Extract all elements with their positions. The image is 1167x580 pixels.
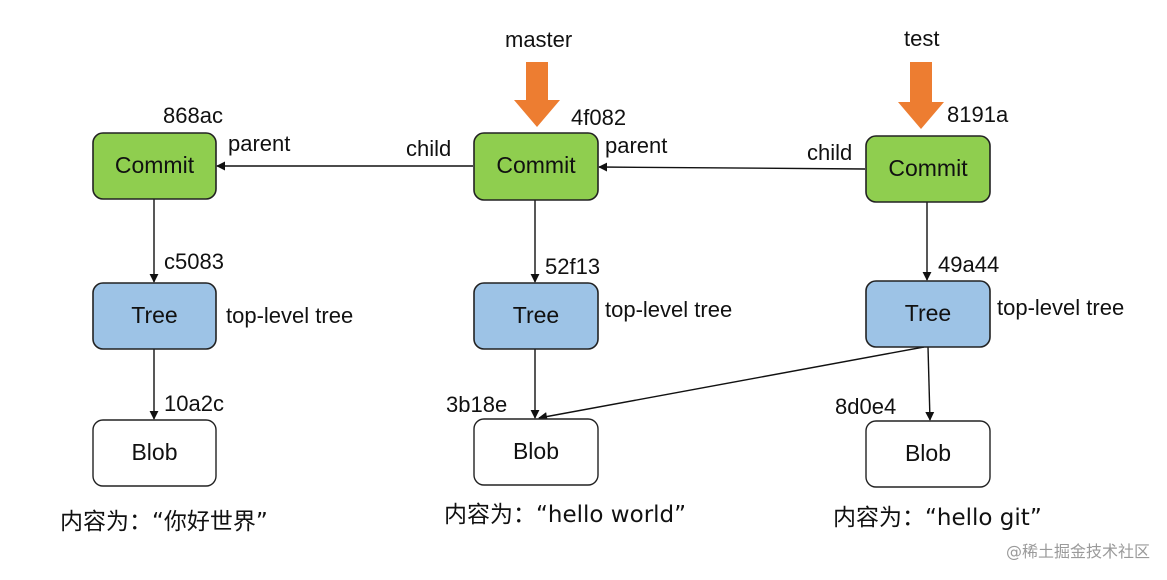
edge-commit3-to-commit2 [598, 162, 866, 172]
tree-hash-1: c5083 [164, 249, 224, 274]
tree-node-2: Tree [473, 282, 599, 350]
commit-hash-2: 4f082 [571, 105, 626, 130]
blob-hash-2: 3b18e [446, 392, 507, 417]
branch-label-test: test [904, 26, 939, 51]
tree-note-1: top-level tree [226, 303, 353, 328]
tree-node-label-2: Tree [513, 302, 559, 328]
blob-node-2: Blob [473, 418, 599, 486]
watermark-text: @稀土掘金技术社区 [1006, 542, 1150, 561]
commit-node-label-2: Commit [496, 152, 576, 178]
blob-node-3: Blob [865, 420, 991, 488]
blob-content-caption-3: 内容为：“hello git” [833, 505, 1042, 531]
edge-tree3-to-blob3 [925, 346, 935, 421]
tree-node-3: Tree [865, 280, 991, 348]
tree-hash-3: 49a44 [938, 252, 999, 277]
branch-label-master: master [505, 27, 572, 52]
edge-tree3-to-blob2 [538, 346, 925, 421]
commit-hash-3: 8191a [947, 102, 1009, 127]
branch-pointer-arrow-master [514, 62, 560, 127]
blob-content-caption-2: 内容为：“hello world” [444, 502, 686, 528]
tree-node-label-3: Tree [905, 300, 951, 326]
tree-node-label-1: Tree [131, 302, 177, 328]
child-label-3: child [807, 140, 852, 165]
blob-node-label-1: Blob [131, 439, 177, 465]
tree-note-2: top-level tree [605, 297, 732, 322]
parent-label-1: parent [228, 131, 290, 156]
child-label-2: child [406, 136, 451, 161]
blob-hash-3: 8d0e4 [835, 394, 896, 419]
blob-node-label-2: Blob [513, 438, 559, 464]
blob-node-label-3: Blob [905, 440, 951, 466]
tree-hash-2: 52f13 [545, 254, 600, 279]
blob-hash-1: 10a2c [164, 391, 224, 416]
commit-node-1: Commit [92, 132, 217, 200]
blob-content-caption-1: 内容为：“你好世界” [60, 509, 268, 535]
parent-label-2: parent [605, 133, 667, 158]
tree-note-3: top-level tree [997, 295, 1124, 320]
commit-node-3: Commit [865, 135, 991, 203]
commit-hash-1: 868ac [163, 103, 223, 128]
commit-node-2: Commit [473, 132, 599, 201]
commit-node-label-1: Commit [115, 152, 195, 178]
branch-pointer-arrow-test [898, 62, 944, 129]
blob-node-1: Blob [92, 419, 217, 487]
tree-node-1: Tree [92, 282, 217, 350]
commit-node-label-3: Commit [888, 155, 968, 181]
